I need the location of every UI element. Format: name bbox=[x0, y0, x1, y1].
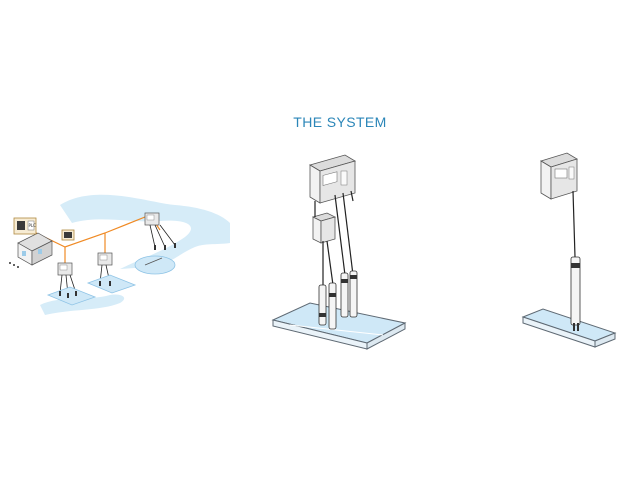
controller-unit-2 bbox=[97, 252, 113, 266]
large-tank bbox=[271, 302, 407, 350]
single-controller bbox=[540, 152, 578, 200]
probe-4 bbox=[349, 270, 358, 318]
single-probe bbox=[570, 256, 581, 331]
controller-unit-3 bbox=[144, 212, 160, 226]
main-controller bbox=[309, 154, 356, 204]
probe-cables bbox=[314, 190, 354, 287]
round-basin bbox=[134, 255, 176, 275]
network-overview-illustration: PLC bbox=[9, 194, 230, 315]
multi-sensor-system-illustration bbox=[271, 154, 407, 350]
probe-1 bbox=[318, 284, 327, 326]
river-shape bbox=[60, 194, 230, 269]
probe-3 bbox=[340, 272, 349, 318]
plc-label: PLC bbox=[29, 223, 37, 228]
junction-box bbox=[311, 212, 337, 244]
page-title: THE SYSTEM bbox=[293, 114, 387, 130]
controller-unit-1 bbox=[57, 262, 73, 276]
basin-2 bbox=[86, 274, 137, 294]
probe-2 bbox=[328, 282, 337, 330]
plc-cabinet: PLC bbox=[13, 217, 37, 235]
network-probes bbox=[59, 243, 176, 298]
single-probe-cable bbox=[572, 190, 576, 258]
single-sensor-system-illustration bbox=[521, 152, 617, 348]
network-monitor-device bbox=[61, 229, 75, 241]
control-building bbox=[17, 232, 53, 266]
signal-markers bbox=[9, 262, 19, 268]
small-tank bbox=[521, 308, 617, 348]
